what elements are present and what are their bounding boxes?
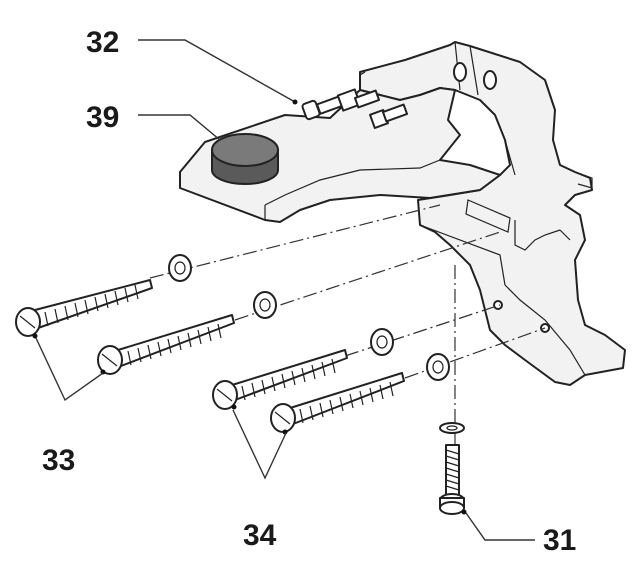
nut-33-lower	[253, 291, 277, 319]
rubber-pad	[211, 133, 279, 185]
callout-34: 34	[243, 519, 277, 552]
nut-33-upper	[168, 254, 192, 282]
vertical-screw-31	[439, 422, 467, 515]
callout-32: 32	[86, 26, 119, 59]
nut-34-lower	[426, 353, 450, 381]
nut-34-upper	[370, 328, 394, 356]
long-screw-34-upper	[212, 349, 348, 410]
main-bracket	[359, 41, 626, 386]
callout-39: 39	[86, 101, 119, 134]
long-screw-33-upper	[15, 279, 153, 339]
callout-33: 33	[42, 444, 75, 477]
set-screws-top	[301, 88, 409, 129]
long-screw-34-lower	[270, 372, 405, 435]
long-screw-33-lower	[97, 314, 235, 375]
callout-31: 31	[543, 524, 576, 557]
leader-lines	[35, 39, 535, 541]
